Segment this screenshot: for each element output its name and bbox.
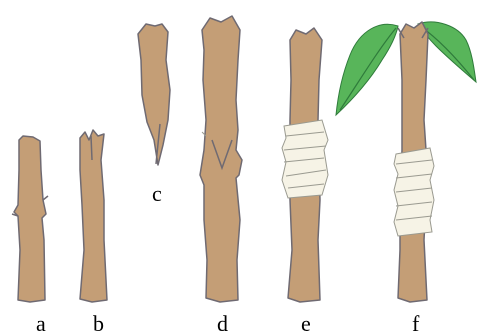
label-f: f bbox=[412, 313, 419, 335]
stem-b bbox=[80, 130, 107, 302]
wrap-e bbox=[282, 120, 328, 198]
stem-e bbox=[282, 28, 328, 302]
label-e: e bbox=[301, 313, 311, 335]
wrap-f bbox=[394, 148, 434, 236]
stem-c bbox=[138, 24, 170, 165]
label-d: d bbox=[217, 313, 228, 335]
label-c: c bbox=[152, 183, 162, 205]
stem-a bbox=[12, 136, 48, 302]
stem-f bbox=[336, 22, 476, 302]
label-b: b bbox=[93, 313, 104, 335]
label-a: a bbox=[36, 313, 46, 335]
stem-d bbox=[200, 16, 242, 302]
